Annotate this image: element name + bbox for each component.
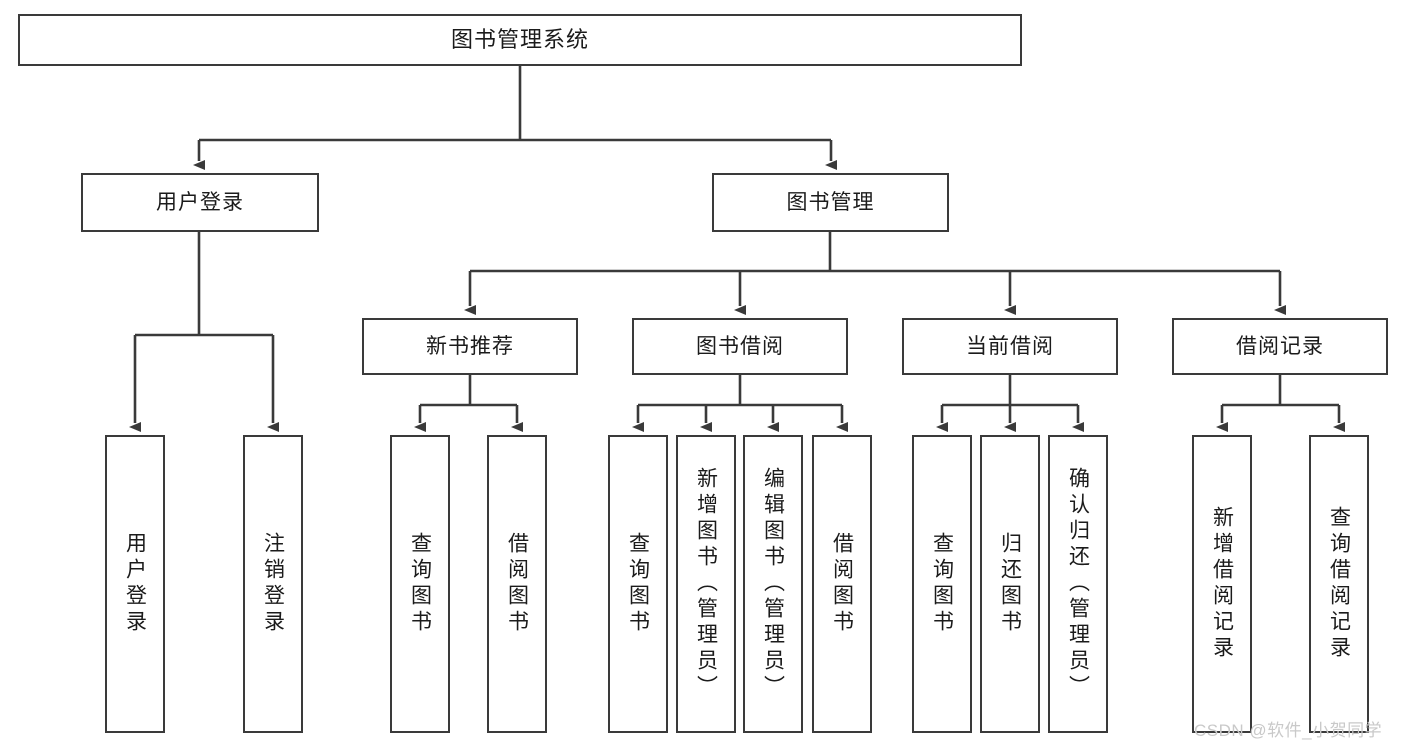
node-user-login[interactable]: 用户登录 xyxy=(81,173,319,232)
leaf-borrow-books-recommendation[interactable]: 借阅图书 xyxy=(487,435,547,733)
node-label: 图书管理系统 xyxy=(450,26,589,52)
leaf-return-books[interactable]: 归还图书 xyxy=(980,435,1040,733)
leaf-query-books-borrowing[interactable]: 查询图书 xyxy=(608,435,668,733)
node-new-book-recommendation[interactable]: 新书推荐 xyxy=(362,318,578,375)
node-label: 归还图书 xyxy=(998,532,1022,636)
node-current-borrowing[interactable]: 当前借阅 xyxy=(902,318,1118,375)
node-label: 查询借阅记录 xyxy=(1327,506,1351,662)
leaf-query-borrowing-record[interactable]: 查询借阅记录 xyxy=(1309,435,1369,733)
leaf-query-books-recommendation[interactable]: 查询图书 xyxy=(390,435,450,733)
node-label: 用户登录 xyxy=(123,532,147,636)
node-label: 新增图书（管理员） xyxy=(694,467,718,701)
leaf-add-borrowing-record[interactable]: 新增借阅记录 xyxy=(1192,435,1252,733)
node-label: 新增借阅记录 xyxy=(1210,506,1234,662)
node-label: 查询图书 xyxy=(408,532,432,636)
leaf-query-books-current[interactable]: 查询图书 xyxy=(912,435,972,733)
node-label: 确认归还（管理员） xyxy=(1066,467,1090,701)
node-book-management[interactable]: 图书管理 xyxy=(712,173,949,232)
leaf-logout[interactable]: 注销登录 xyxy=(243,435,303,733)
csdn-watermark: CSDN @软件_小贺同学 xyxy=(1194,721,1383,740)
node-borrowing-records[interactable]: 借阅记录 xyxy=(1172,318,1388,375)
node-label: 注销登录 xyxy=(261,532,285,636)
node-root-book-management-system[interactable]: 图书管理系统 xyxy=(18,14,1022,66)
node-label: 图书借阅 xyxy=(696,334,784,358)
leaf-edit-book-admin[interactable]: 编辑图书（管理员） xyxy=(743,435,803,733)
leaf-borrow-books-borrowing[interactable]: 借阅图书 xyxy=(812,435,872,733)
node-label: 查询图书 xyxy=(930,532,954,636)
node-label: 查询图书 xyxy=(626,532,650,636)
node-label: 用户登录 xyxy=(156,190,244,214)
node-label: 新书推荐 xyxy=(426,334,514,358)
leaf-user-login[interactable]: 用户登录 xyxy=(105,435,165,733)
node-label: 借阅记录 xyxy=(1236,334,1324,358)
node-label: 当前借阅 xyxy=(966,334,1054,358)
node-label: 借阅图书 xyxy=(830,532,854,636)
leaf-confirm-return-admin[interactable]: 确认归还（管理员） xyxy=(1048,435,1108,733)
node-book-borrowing[interactable]: 图书借阅 xyxy=(632,318,848,375)
node-label: 借阅图书 xyxy=(505,532,529,636)
node-label: 图书管理 xyxy=(786,190,875,214)
leaf-add-book-admin[interactable]: 新增图书（管理员） xyxy=(676,435,736,733)
node-label: 编辑图书（管理员） xyxy=(761,467,785,701)
